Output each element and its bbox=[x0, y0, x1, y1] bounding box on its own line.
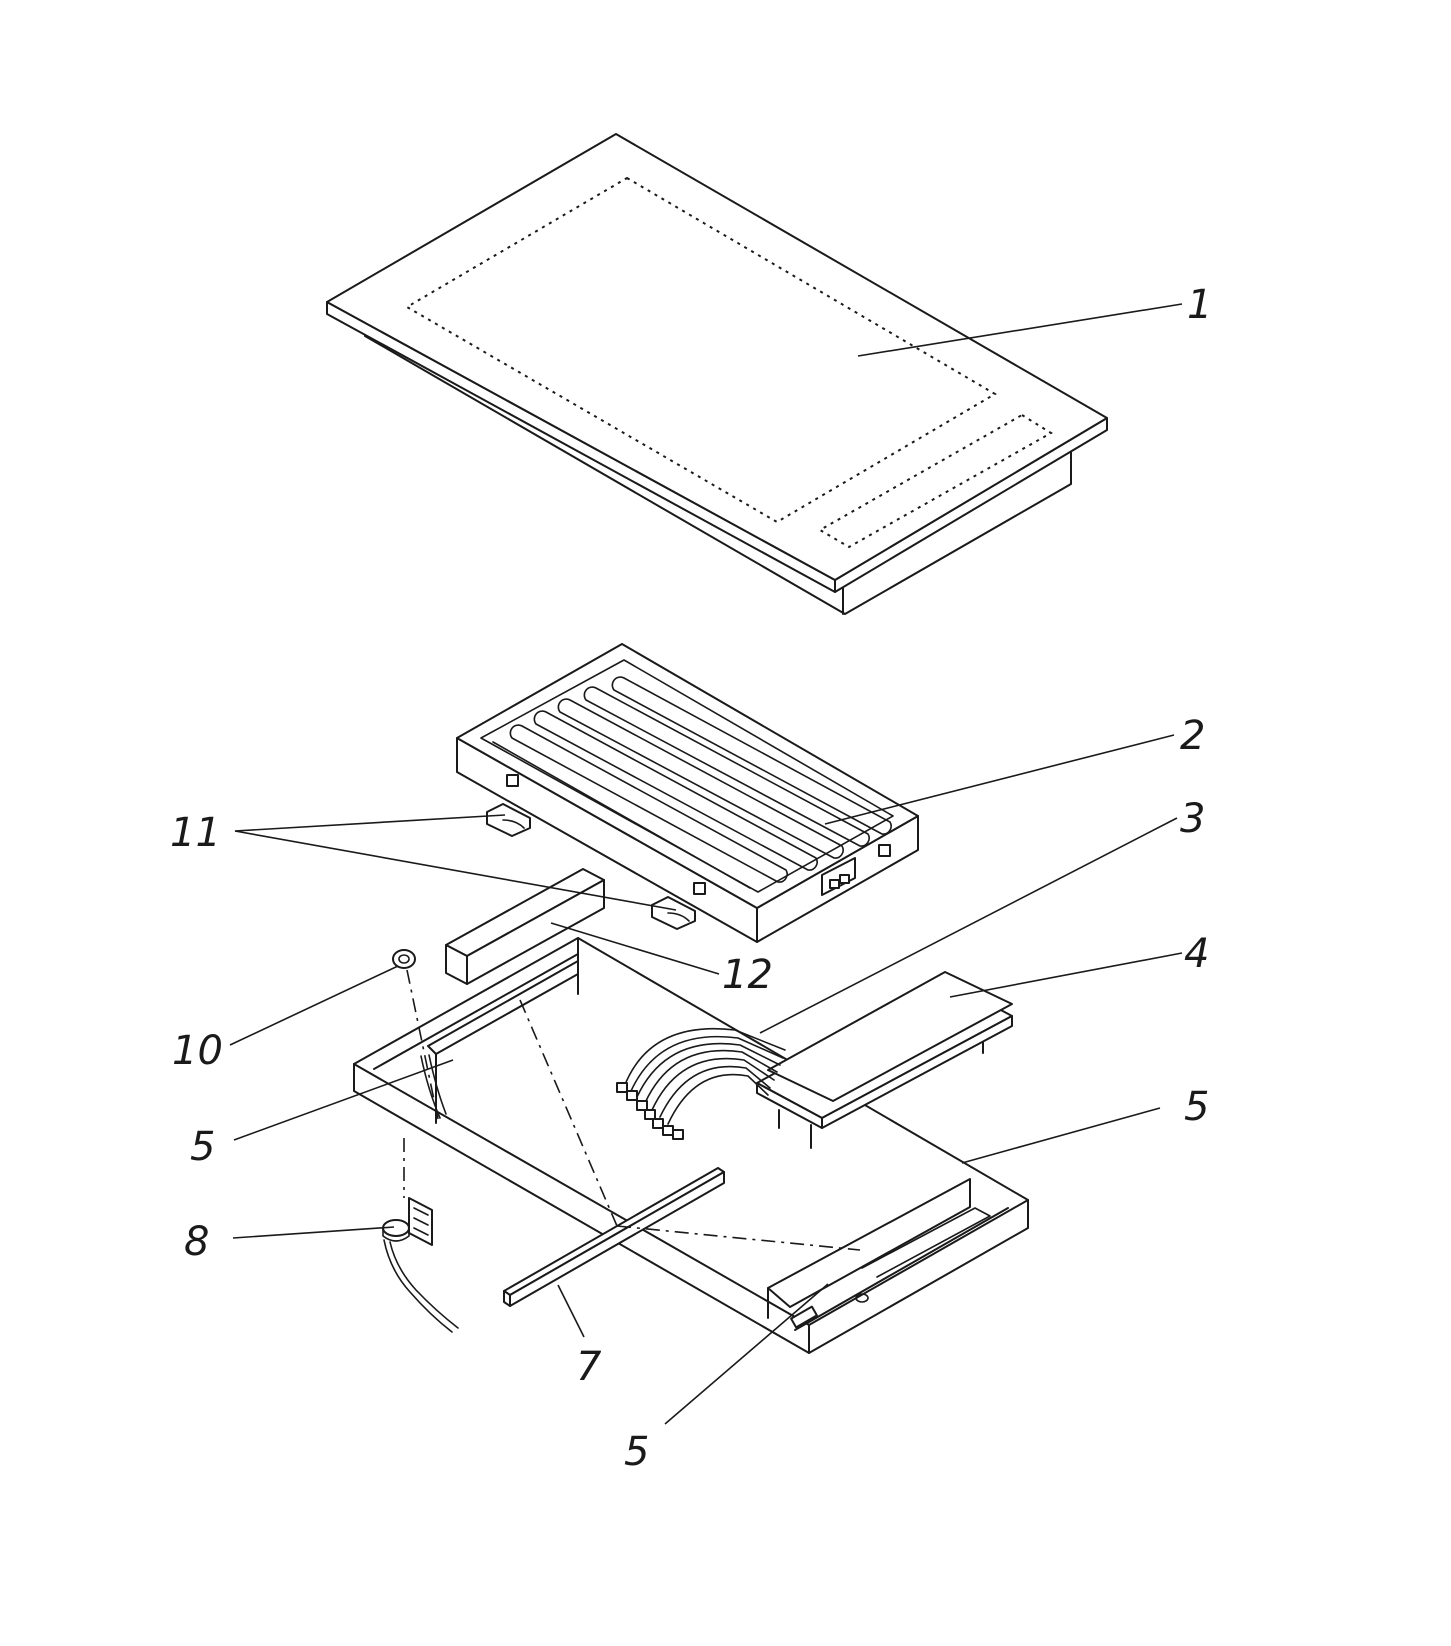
label-1: 1 bbox=[1187, 282, 1212, 328]
part-10-ring bbox=[392, 949, 416, 969]
label-4: 4 bbox=[1184, 931, 1209, 977]
label-2: 2 bbox=[1180, 713, 1205, 759]
part-11-feet bbox=[486, 803, 696, 930]
label-10: 10 bbox=[172, 1028, 223, 1074]
part-2-heating-tray bbox=[456, 643, 919, 943]
part-8-power-cord bbox=[382, 1197, 459, 1333]
label-5-bottom: 5 bbox=[624, 1429, 649, 1475]
label-5-right: 5 bbox=[1184, 1084, 1209, 1130]
label-5-left: 5 bbox=[190, 1124, 215, 1170]
part-1-top-plate bbox=[326, 133, 1108, 615]
assembly-axes bbox=[403, 969, 861, 1251]
part-4-control-board bbox=[756, 971, 1013, 1149]
leader-lines bbox=[229, 303, 1183, 1425]
part-5-bottom-housing bbox=[353, 937, 1029, 1354]
label-7: 7 bbox=[576, 1344, 602, 1390]
part-3-cable-bundle bbox=[616, 1027, 786, 1140]
label-12: 12 bbox=[722, 952, 773, 998]
label-3: 3 bbox=[1180, 796, 1205, 842]
part-7-rail bbox=[503, 1167, 725, 1307]
label-8: 8 bbox=[184, 1219, 209, 1265]
part-labels: 1 2 3 4 5 5 5 7 8 10 11 12 bbox=[170, 282, 1212, 1475]
label-11: 11 bbox=[170, 810, 221, 856]
